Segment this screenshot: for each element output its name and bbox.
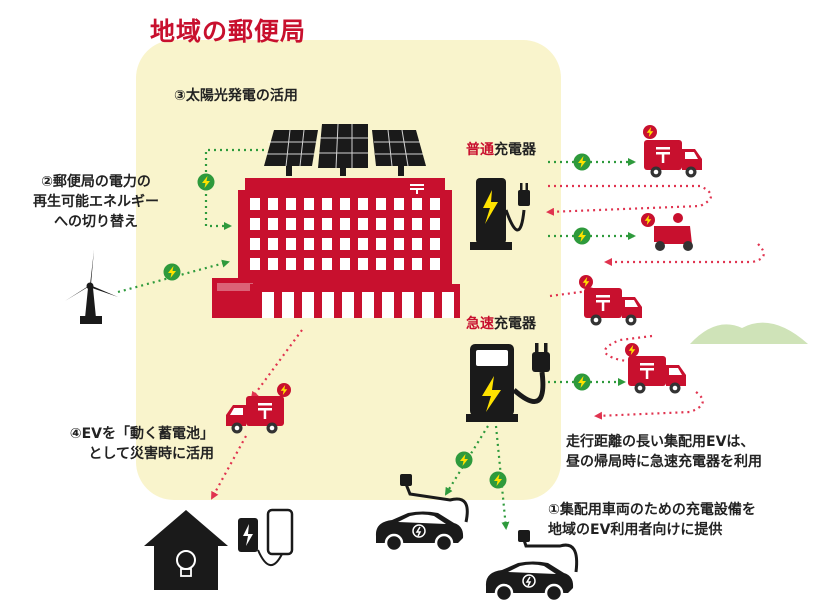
hills-icon bbox=[690, 322, 808, 344]
electric-car-icon bbox=[374, 474, 469, 553]
normal-charger-rest: 充電器 bbox=[494, 142, 536, 158]
ev-storage-line-1: ④EVを「動く蓄電池」 bbox=[69, 426, 214, 442]
normal-charger-accent: 普通 bbox=[466, 142, 494, 158]
delivery-truck-icon bbox=[579, 275, 642, 326]
fast-charger-rest: 充電器 bbox=[494, 316, 536, 332]
fast-note-line-2: 昼の帰局時に急速充電器を利用 bbox=[566, 454, 762, 470]
renewable-label-line-2: 再生可能エネルギー bbox=[33, 194, 159, 210]
electric-car-icon bbox=[484, 530, 579, 603]
power-bank-icon bbox=[238, 518, 258, 552]
delivery-truck-icon bbox=[226, 396, 284, 434]
fast-note-label: 走行距離の長い集配用EVは、 昼の帰局時に急速充電器を利用 bbox=[566, 432, 762, 472]
renewable-label: ②郵便局の電力の 再生可能エネルギー への切り替え bbox=[6, 172, 186, 232]
public-charging-line-2: 地域のEV利用者向けに提供 bbox=[548, 522, 723, 538]
normal-charger-icon bbox=[470, 178, 530, 250]
normal-charger-label: 普通充電器 bbox=[466, 140, 536, 160]
page-title: 地域の郵便局 bbox=[150, 17, 307, 46]
wind-turbine-icon bbox=[65, 250, 118, 324]
public-charging-line-1: ①集配用車両のための充電設備を bbox=[548, 502, 756, 518]
ev-storage-label: ④EVを「動く蓄電池」 として災害時に活用 bbox=[38, 424, 214, 464]
fast-charger-icon bbox=[466, 343, 550, 422]
house-bulb-icon bbox=[144, 510, 228, 590]
delivery-truck-icon bbox=[625, 343, 686, 394]
truck-battery-icon bbox=[277, 383, 291, 397]
delivery-scooter-icon bbox=[641, 213, 693, 251]
post-office-building-icon bbox=[212, 178, 460, 318]
solar-panel-icon bbox=[264, 123, 426, 176]
ev-storage-line-2: として災害時に活用 bbox=[88, 446, 214, 462]
renewable-label-line-1: ②郵便局の電力の bbox=[41, 174, 151, 190]
delivery-truck-icon bbox=[643, 125, 702, 178]
public-charging-label: ①集配用車両のための充電設備を 地域のEV利用者向けに提供 bbox=[548, 500, 756, 540]
smartphone-icon bbox=[257, 508, 294, 566]
solar-label: ③太陽光発電の活用 bbox=[174, 88, 298, 104]
renewable-label-line-3: への切り替え bbox=[54, 214, 138, 230]
fast-charger-label: 急速充電器 bbox=[466, 314, 536, 334]
fast-note-line-1: 走行距離の長い集配用EVは、 bbox=[566, 434, 755, 450]
fast-charger-accent: 急速 bbox=[466, 316, 494, 332]
